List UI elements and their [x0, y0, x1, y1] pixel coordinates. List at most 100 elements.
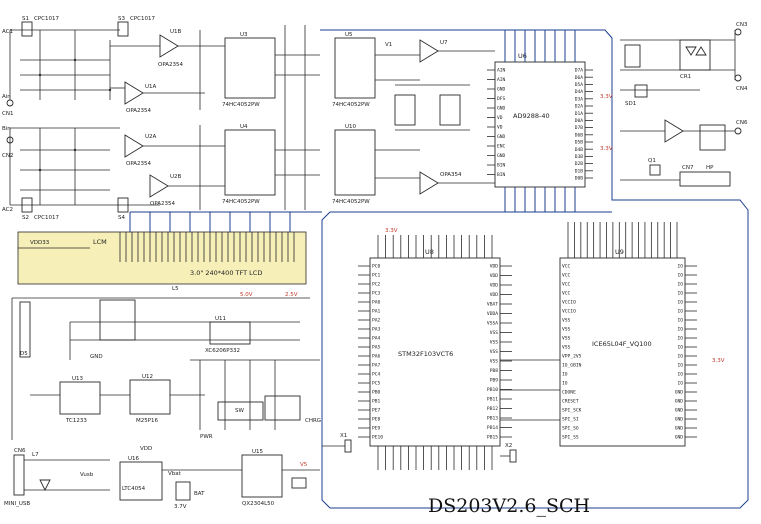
pin-label: CRESET: [562, 399, 579, 405]
pin-label: PB10: [487, 387, 498, 393]
pin-label: SPI_SS: [562, 435, 579, 441]
q1-label: Q1: [648, 158, 656, 164]
pin-label: VSS: [562, 336, 571, 342]
pin-label: VDD: [490, 264, 499, 270]
pin-label: VCCIO: [562, 300, 576, 306]
s4-label: S4: [118, 215, 125, 221]
cn1-label: CN1: [2, 111, 13, 117]
pwr-label: PWR: [200, 434, 213, 440]
pin-label: GND: [675, 417, 684, 423]
u5-ref: U5: [345, 32, 353, 38]
v1-label: V1: [385, 42, 392, 48]
adc-vdd-label: 3.3V: [600, 94, 613, 100]
pin-label: PC1: [372, 273, 381, 279]
cn6-label: CN6: [736, 120, 748, 126]
x2-label: X2: [505, 443, 512, 449]
pin-label: VSS: [490, 330, 499, 336]
u11-part: XC6206P332: [205, 348, 240, 354]
pin-label: VSS: [490, 340, 499, 346]
pin-label: VCC: [562, 273, 571, 279]
pin-label: GND: [497, 134, 506, 140]
fpga-vdd-label: 3.3V: [712, 358, 725, 364]
ac1-label: AC1: [2, 29, 13, 35]
u8-ref: U8: [425, 248, 434, 256]
pin-label: D4B: [575, 147, 584, 153]
pin-label: PB14: [487, 425, 498, 431]
u5-part: 74HC4052PW: [332, 102, 370, 108]
cn1-connector-icon: [6, 99, 14, 107]
u16-part: LTC4054: [122, 486, 146, 492]
cn2-label: CN2: [2, 153, 13, 159]
u9-top-bus: [567, 222, 678, 258]
x1-label: X1: [340, 433, 347, 439]
u3-part: 74HC4052PW: [222, 102, 260, 108]
mux-u5: U5 74HC4052PW: [332, 32, 420, 108]
u8-right-pins: VDDVDDVDDVDDVBATVDDAVSSAVSSVSSVSSVSSPB8P…: [487, 264, 512, 441]
pin-label: D6B: [575, 132, 584, 138]
opamp-u7-icon: [419, 39, 439, 63]
pin-label: D4A: [575, 89, 584, 95]
u8-top-bus: [377, 235, 493, 258]
u1a-ref: U1A: [145, 84, 157, 90]
pin-label: PA1: [372, 309, 381, 315]
pin-label: IO: [677, 354, 683, 360]
adc-top-bus-lines: [504, 30, 576, 62]
u10-part: 74HC4052PW: [332, 199, 370, 205]
v37-label: 3.7V: [174, 504, 187, 510]
pin-label: BIN: [497, 172, 506, 178]
v5-label: V5: [300, 462, 308, 468]
pin-label: IO: [562, 381, 568, 387]
pin-label: IO: [677, 363, 683, 369]
pin-label: VCC: [562, 264, 571, 270]
pin-label: SPI_SCK: [562, 408, 582, 414]
pin-label: PA2: [372, 318, 381, 324]
u2a-ref: U2A: [145, 134, 157, 140]
pin-label: IO: [677, 273, 683, 279]
adc-u6: U6 AD9288-40 AINAINGNDDFSGNDVDVDGNDENCGN…: [487, 30, 613, 212]
pin-label: PE10: [372, 435, 383, 441]
u6-ref: U6: [518, 52, 527, 60]
pin-label: D7A: [575, 68, 584, 74]
u15-part: QX2304L50: [242, 501, 275, 507]
pin-label: PB15: [487, 435, 498, 441]
mcu-vdd-label: 3.3V: [385, 228, 398, 234]
u2b-ref: U2B: [170, 174, 182, 180]
s2-label: S2: [22, 215, 29, 221]
sd-label: SD1: [625, 101, 636, 107]
power-regulators: L5 U11 XC6206P332 2.5V 5.0V GND U13 TC12…: [11, 286, 310, 440]
pin-label: PE7: [372, 408, 381, 414]
channel-a-frontend: S1 CPC1017 S3 CPC1017 AC1 Ain CN1 U1A OP…: [2, 16, 225, 117]
opamp-u1a-icon: [124, 81, 144, 105]
pin-label: PB13: [487, 416, 498, 422]
usb-diode-icon: [39, 479, 51, 492]
lcm-ref: LCM: [93, 238, 107, 246]
u16-ref: U16: [128, 456, 140, 462]
u7-ref: U7: [440, 40, 448, 46]
l7-label: L7: [32, 452, 39, 458]
s1-label: S1: [22, 16, 29, 22]
sw-label: SW: [235, 408, 244, 414]
pin-label: IO: [677, 345, 683, 351]
pin-label: VSS: [490, 349, 499, 355]
mux-u3: U3 74HC4052PW: [222, 32, 320, 108]
opamp-probe-icon: [664, 119, 684, 143]
pin-label: VSS: [562, 318, 571, 324]
cpc1017-label-2: CPC1017: [130, 16, 155, 22]
mux-u10: U10 74HC4052PW: [332, 124, 420, 205]
u6-right-pins: D7AD6AD5AD4AD3AD2AD1AD0AD7BD6BD5BD4BD3BD…: [575, 68, 593, 182]
pin-label: VDD: [490, 273, 499, 279]
u2b-part: OPA2354: [150, 201, 176, 207]
chrg-label: CHRG: [305, 418, 321, 424]
cn6-connector-icon: [734, 127, 742, 135]
pin-label: D1B: [575, 168, 584, 174]
u4-ref: U4: [240, 124, 248, 130]
channel-b-frontend: Bin CN2 AC2 S2 CPC1017 S4 U2A OPA2354 U2…: [2, 125, 225, 221]
adc-vdd-label-2: 3.3V: [600, 146, 613, 152]
u9-part: ICE65L04F_VQ100: [592, 340, 652, 348]
power-gnd-label: GND: [90, 354, 103, 360]
hp-label: HP: [706, 165, 714, 171]
pin-label: PC4: [372, 372, 381, 378]
pin-label: VSS: [562, 327, 571, 333]
cpc1017-label: CPC1017: [34, 16, 59, 22]
pin-label: D2B: [575, 161, 584, 167]
